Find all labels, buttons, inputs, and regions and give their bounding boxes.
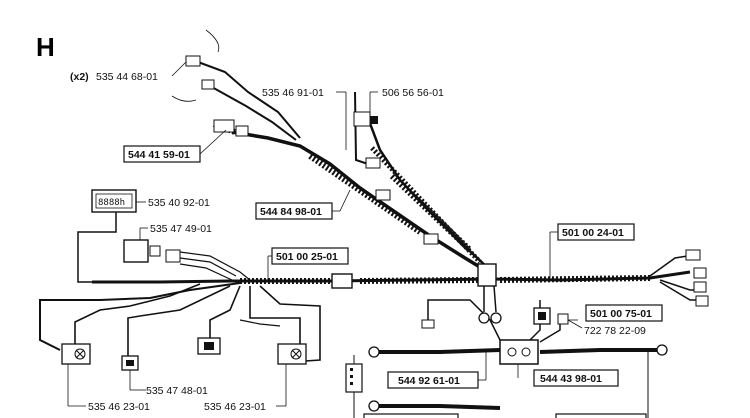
hourmeter-display: 8888h: [98, 198, 125, 208]
relay-right-part-box: [585, 304, 663, 322]
harness-plug-icon: [423, 233, 439, 245]
fuse-block-icon: [345, 363, 363, 393]
harness-main-part-label: 544 41 59-01: [128, 149, 190, 161]
ring-terminal-icon: [490, 312, 502, 324]
switch-small-icon: [121, 355, 139, 371]
relay-left-icon: [123, 239, 181, 263]
bottom-part-box: [555, 413, 647, 418]
solenoid-icon: [499, 339, 539, 365]
switch-small-part-label: 535 47 48-01: [146, 385, 208, 397]
fuse-clip-icon: [171, 29, 220, 102]
inline-connector-icon: [331, 273, 353, 289]
relay-right-part-number: 722 78 22-09: [584, 325, 646, 337]
fuse-clip-part-label: 535 44 68-01: [96, 71, 158, 83]
harness-connector-icon: [213, 119, 249, 137]
relay-left-part-label: 535 47 49-01: [150, 223, 212, 235]
relay-center-icon: [197, 337, 221, 355]
cable-left-part-box: [387, 371, 479, 389]
harness-top-part-label: 535 46 91-01: [262, 87, 324, 99]
switch-right-icon: [277, 343, 307, 365]
harness-plug-icon: [375, 189, 391, 201]
switch-left-icon: [61, 343, 91, 365]
leader-lines: [67, 61, 583, 407]
ring-terminal-icon: [478, 312, 490, 324]
right-connector-icon: [685, 249, 709, 307]
relay-right-part-label: 501 00 75-01: [590, 308, 652, 320]
harness-mid-part-box: [255, 202, 333, 220]
harness-center-part-box: [271, 247, 349, 265]
plug-icon: [421, 319, 435, 329]
bottom-part-box: [363, 413, 459, 418]
hourmeter-icon: 8888h: [91, 189, 137, 213]
solenoid-part-box: [533, 369, 619, 387]
harness-main-part-box: [123, 145, 201, 163]
switch-left-part-label: 535 46 23-01: [88, 401, 150, 413]
harness-hub-icon: [477, 263, 497, 287]
section-letter: H: [36, 32, 55, 62]
harness-center-part-label: 501 00 25-01: [276, 251, 338, 263]
cable-end-icon: [368, 400, 380, 412]
relay-right-icon: [533, 307, 569, 325]
cable-left-part-label: 544 92 61-01: [398, 375, 460, 387]
switch-top-part-label: 506 56 56-01: [382, 87, 444, 99]
switch-right-part-label: 535 46 23-01: [204, 401, 266, 413]
harness-mid-part-label: 544 84 98-01: [260, 206, 322, 218]
qty-prefix-label: (x2): [70, 71, 89, 83]
switch-top-icon: [353, 111, 378, 127]
hourmeter-part-label: 535 40 92-01: [148, 197, 210, 209]
cable-end-icon: [368, 346, 380, 358]
harness-right-part-label: 501 00 24-01: [562, 227, 624, 239]
harness-right-part-box: [557, 223, 635, 241]
cable-end-icon: [656, 344, 668, 356]
harness-plug-icon: [365, 157, 381, 169]
solenoid-part-label: 544 43 98-01: [540, 373, 602, 385]
